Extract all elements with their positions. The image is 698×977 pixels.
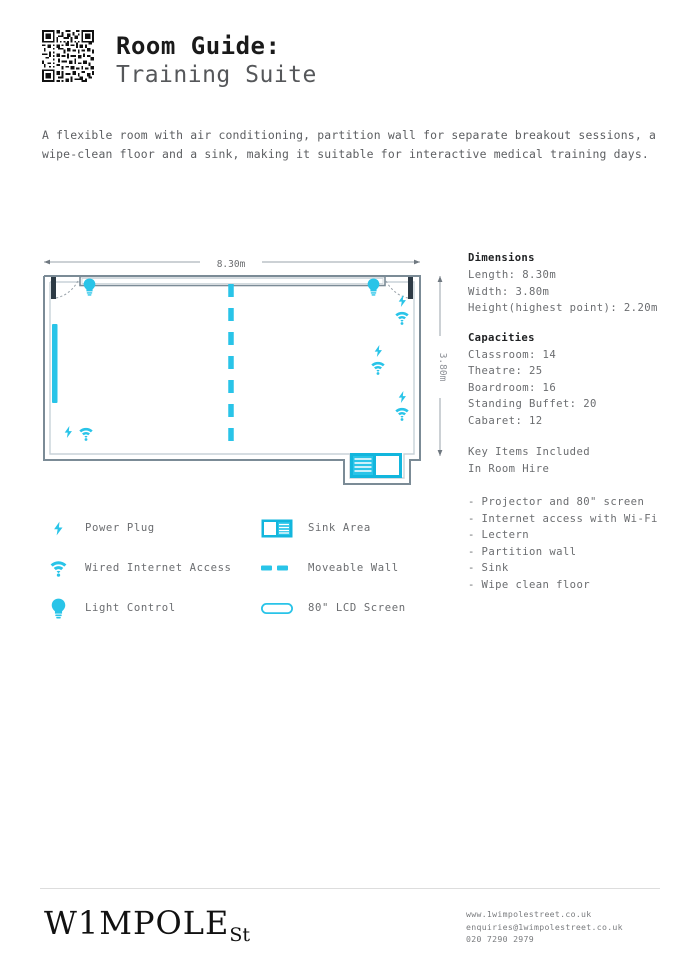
capacities-title: Capacities	[468, 331, 535, 344]
width-dimension-label: 8.30m	[217, 259, 246, 270]
room-description: A flexible room with air conditioning, p…	[42, 128, 657, 161]
legend-label: Light Control	[85, 602, 176, 614]
height-dimension-label: 3.80m	[437, 353, 448, 382]
legend-item-sink-area: Sink Area	[260, 515, 465, 541]
door-swing-arc-right	[385, 280, 409, 299]
info-panel: Dimensions Length: 8.30m Width: 3.80m He…	[468, 252, 668, 593]
legend-item-power-plug: Power Plug	[45, 515, 260, 541]
key-item: - Projector and 80" screen	[468, 496, 645, 508]
key-item: - Wipe clean floor	[468, 578, 591, 591]
key-items-list: - Projector and 80" screen - Internet ac…	[468, 494, 668, 593]
wifi-icon	[395, 311, 409, 325]
wifi-icon	[371, 361, 385, 375]
legend-label: Moveable Wall	[308, 562, 399, 574]
light-icon	[45, 595, 71, 621]
legend-label: 80" LCD Screen	[308, 602, 406, 614]
wifi-icon	[395, 407, 409, 421]
power-icon	[398, 391, 406, 403]
wimpole-street-logo: W1MPOLESt	[44, 906, 250, 952]
page-subtitle: Training Suite	[116, 62, 317, 88]
contact-website[interactable]: www.1wimpolestreet.co.uk	[466, 909, 592, 919]
dimensions-title: Dimensions	[468, 252, 535, 264]
page-title: Room Guide:	[116, 32, 281, 60]
key-item: - Internet access with Wi-Fi	[468, 512, 658, 525]
dimension-height: Height(highest point): 2.20m	[468, 302, 658, 314]
key-item: - Sink	[468, 562, 509, 574]
key-item: - Lectern	[468, 529, 530, 541]
contact-email[interactable]: enquiries@1wimpolestreet.co.uk	[466, 921, 623, 932]
capacity-cabaret: Cabaret: 12	[468, 414, 543, 427]
key-items-title-line2: In Room Hire	[468, 462, 550, 475]
title-block: Room Guide: Training Suite	[116, 30, 317, 90]
legend-item-light-control: Light Control	[45, 595, 260, 621]
spacer	[468, 429, 668, 444]
capacity-standing-buffet: Standing Buffet: 20	[468, 398, 597, 410]
footer-divider	[40, 888, 660, 889]
power-icon	[374, 345, 382, 357]
legend-label: Wired Internet Access	[85, 562, 232, 574]
legend: Power Plug Sink Area	[45, 508, 465, 628]
dimension-length: Length: 8.30m	[468, 269, 557, 281]
moveable-wall-icon	[260, 555, 294, 581]
dimension-width: Width: 3.80m	[468, 285, 550, 298]
capacity-boardroom: Boardroom: 16	[468, 381, 557, 394]
legend-label: Power Plug	[85, 522, 155, 534]
door-jambs	[51, 277, 413, 299]
left-wall-panel	[52, 324, 58, 403]
light-icon	[367, 278, 380, 296]
page-header: Room Guide: Training Suite	[42, 30, 317, 90]
power-icon	[64, 426, 72, 438]
logo-main: W1MPOLE	[44, 904, 230, 942]
power-icon	[45, 515, 71, 541]
room-walls	[43, 275, 421, 485]
key-item: - Partition wall	[468, 545, 577, 558]
legend-label: Sink Area	[308, 522, 371, 534]
legend-item-moveable-wall: Moveable Wall	[260, 555, 465, 581]
key-items-title-line1: Key Items Included	[468, 446, 591, 458]
power-icon	[398, 295, 406, 307]
door-swing-arc-left	[55, 280, 79, 299]
contact-phone: 020 7290 2979	[466, 934, 534, 944]
qr-code-icon	[42, 30, 94, 82]
legend-item-wired-internet: Wired Internet Access	[45, 555, 260, 581]
sink-area-plan	[350, 453, 402, 478]
lcd-screen-icon	[260, 595, 294, 621]
wifi-icon	[45, 555, 71, 581]
wifi-icon	[79, 427, 93, 441]
capacity-classroom: Classroom: 14	[468, 348, 557, 361]
footer-contact: www.1wimpolestreet.co.uk enquiries@1wimp…	[466, 908, 623, 946]
light-icon	[83, 278, 96, 296]
legend-item-lcd-screen: 80" LCD Screen	[260, 595, 465, 621]
spacer	[468, 317, 668, 332]
capacity-theatre: Theatre: 25	[468, 365, 543, 377]
sink-icon	[260, 515, 294, 541]
logo-suffix: St	[229, 924, 251, 946]
floorplan-diagram: 8.30m 3.80m	[32, 248, 462, 493]
